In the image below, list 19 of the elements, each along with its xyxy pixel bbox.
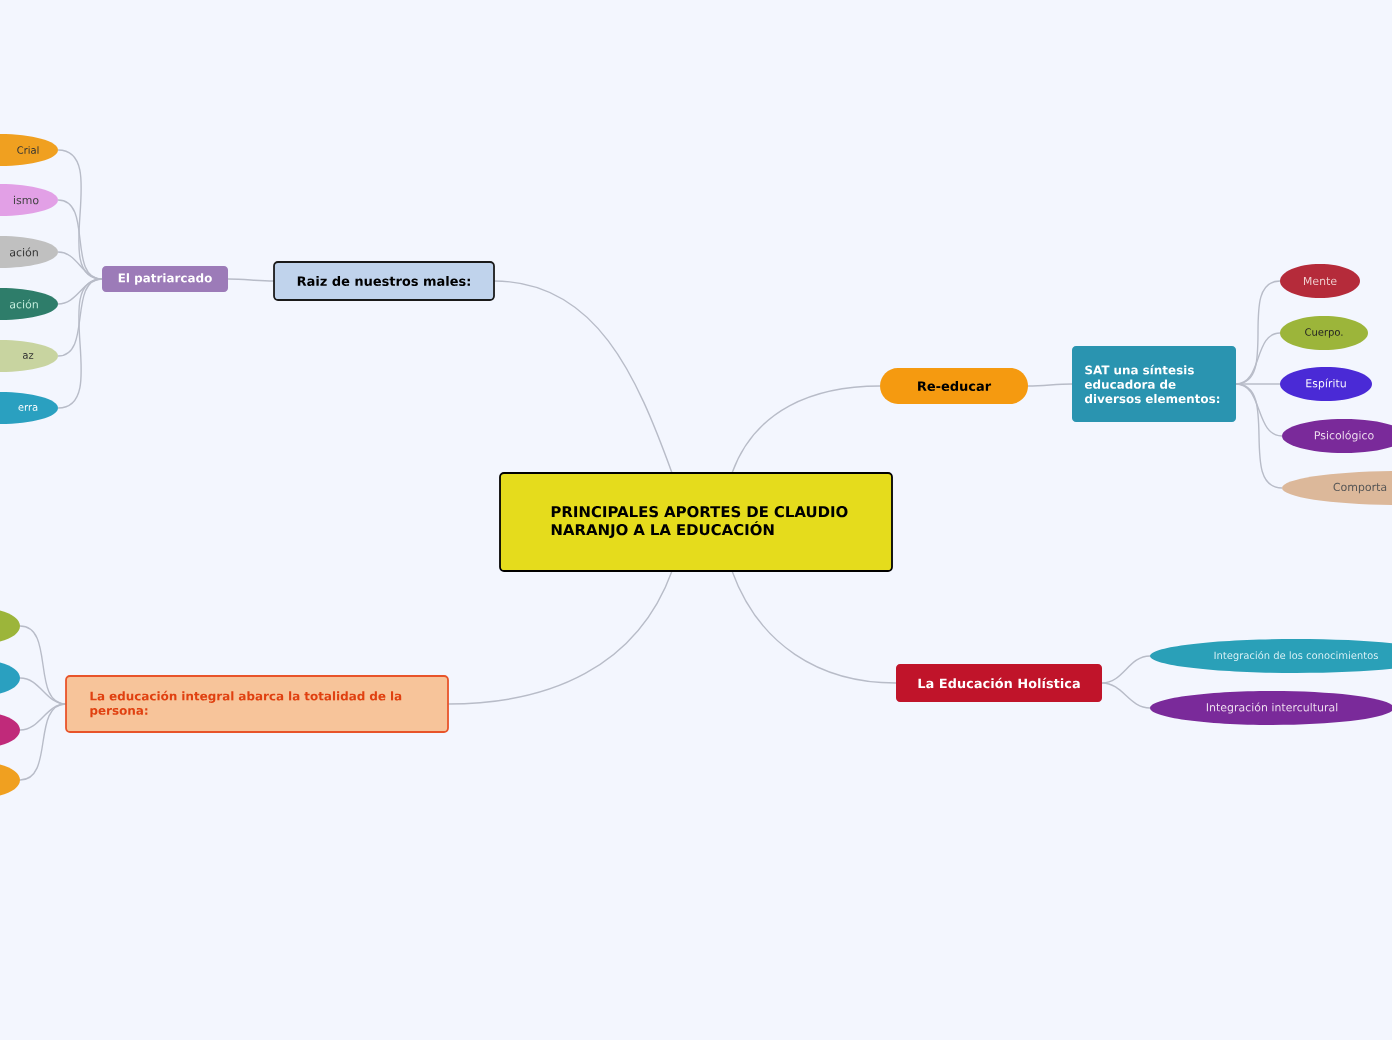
connector-line [731, 570, 897, 684]
connector-line [1235, 383, 1281, 385]
connector-line [19, 677, 67, 705]
connector-line [1235, 383, 1283, 489]
connector-line [1235, 332, 1281, 385]
connector-line [1101, 682, 1151, 709]
connector-line [57, 278, 103, 357]
connector-line [57, 278, 103, 409]
connector-line [493, 280, 673, 474]
connector-line [19, 703, 67, 781]
connector-line [19, 625, 67, 705]
connector-line [227, 278, 275, 282]
connector-line [731, 385, 881, 474]
connector-line [19, 703, 67, 731]
connector-line [57, 251, 103, 280]
connector-line [1101, 655, 1151, 684]
connector-line [447, 570, 673, 705]
connector-line [1027, 383, 1073, 387]
connector-line [1235, 383, 1283, 437]
